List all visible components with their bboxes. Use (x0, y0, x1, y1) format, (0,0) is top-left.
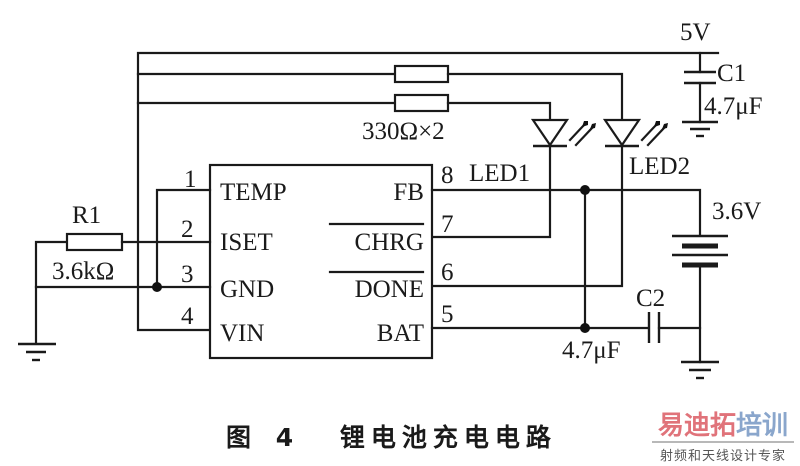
pin-6-number: 6 (441, 259, 454, 286)
led1-label: LED1 (469, 160, 530, 187)
battery-voltage-label: 3.6V (712, 198, 761, 225)
watermark-brand-red: 易迪拓 (657, 411, 736, 441)
pin-1-name: TEMP (220, 179, 287, 206)
resistor-led1 (393, 93, 552, 122)
figure-caption: 图 4 锂电池充电电路 (226, 418, 557, 454)
fb-net (430, 188, 702, 237)
chrg-net (430, 144, 552, 239)
caption-number: 4 (275, 423, 300, 452)
led1-icon (530, 118, 596, 148)
pin-7-number: 7 (441, 211, 454, 238)
capacitor-c2 (647, 312, 702, 343)
pin-2-name: ISET (220, 229, 273, 256)
led2-label: LED2 (629, 153, 690, 180)
ground-icon (681, 360, 719, 380)
watermark-brand-blue: 培训 (736, 411, 789, 441)
ground-icon (682, 120, 718, 138)
caption-title: 锂电池充电电路 (339, 423, 557, 452)
junction-dot (152, 282, 162, 292)
watermark-tagline: 射频和天线设计专家 (659, 449, 786, 464)
vin-supply-net (136, 51, 720, 332)
c2-value-label: 4.7μF (562, 337, 621, 364)
pin-6-name: DONE (355, 276, 424, 303)
resistor-led2 (393, 64, 624, 122)
c1-name-label: C1 (717, 60, 746, 87)
ground-icon (18, 342, 56, 362)
led-resistor-value-label: 330Ω×2 (362, 118, 445, 145)
bat-net (430, 188, 649, 330)
led2-icon (602, 118, 668, 148)
pin-2-number: 2 (181, 216, 194, 243)
pin-4-number: 4 (181, 303, 194, 330)
pin-7-name: CHRG (355, 229, 424, 256)
c2-name-label: C2 (636, 285, 665, 312)
c1-value-label: 4.7μF (704, 93, 763, 120)
supply-voltage-label: 5V (680, 19, 711, 46)
resistor-r1 (34, 232, 212, 345)
gnd-temp-net (34, 188, 212, 289)
junction-dot (580, 323, 590, 333)
battery-icon (672, 234, 728, 364)
r1-value-label: 3.6kΩ (52, 258, 114, 285)
r1-name-label: R1 (72, 202, 101, 229)
watermark-logo: 易迪拓培训 射频和天线设计专家 (648, 412, 798, 464)
junction-dot (580, 185, 590, 195)
pin-8-name: FB (393, 179, 424, 206)
caption-prefix: 图 (226, 423, 258, 452)
watermark-divider (652, 441, 794, 443)
pin-4-name: VIN (220, 320, 264, 347)
pin-3-name: GND (220, 276, 274, 303)
charger-ic (208, 163, 434, 360)
pin-3-number: 3 (181, 261, 194, 288)
pin-5-number: 5 (441, 301, 454, 328)
pin-1-number: 1 (184, 166, 197, 193)
pin-8-number: 8 (441, 162, 454, 189)
capacitor-c1 (684, 51, 716, 124)
done-net (430, 144, 624, 288)
pin-5-name: BAT (377, 320, 424, 347)
